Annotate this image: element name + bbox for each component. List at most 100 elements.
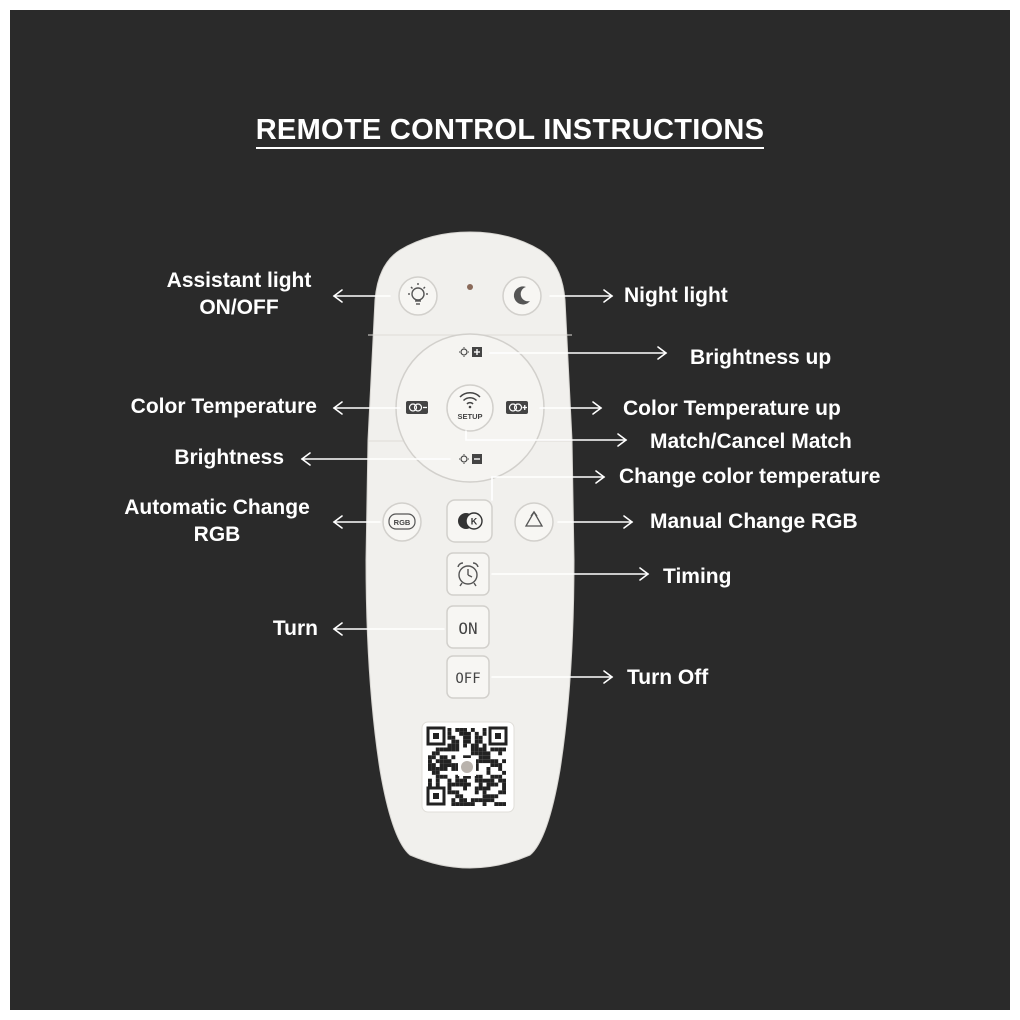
qr-module	[431, 751, 436, 756]
arrow-turn	[332, 622, 445, 636]
arrow-night-light	[549, 289, 614, 303]
color-temperature-down-button[interactable]	[406, 401, 428, 414]
qr-module	[482, 778, 487, 783]
manual-rgb-button[interactable]	[514, 502, 554, 542]
qr-module	[482, 759, 487, 764]
label-night-light: Night light	[624, 284, 728, 307]
qr-module	[435, 759, 440, 764]
qr-module	[467, 802, 471, 806]
qr-module	[470, 802, 475, 806]
qr-module	[482, 747, 487, 752]
rgb-button-label: RGB	[394, 518, 411, 527]
qr-module	[502, 786, 506, 791]
qr-module	[447, 735, 452, 740]
qr-module	[474, 767, 479, 771]
qr-module	[486, 751, 491, 756]
sun-plus-icon	[459, 347, 482, 357]
qr-module	[478, 782, 483, 787]
qr-module	[498, 774, 503, 779]
qr-module	[494, 747, 499, 752]
assistant-light-button[interactable]	[398, 276, 438, 316]
qr-module	[463, 735, 467, 740]
qr-module	[482, 798, 487, 803]
wifi-icon	[459, 392, 481, 409]
qr-module	[478, 759, 483, 764]
qr-module	[439, 759, 444, 764]
arrow-auto-rgb	[332, 515, 381, 529]
qr-module	[431, 767, 436, 771]
qr-module	[502, 802, 506, 806]
qr-module	[478, 739, 483, 744]
qr-module	[431, 763, 436, 767]
setup-button[interactable]: SETUP	[457, 392, 483, 421]
qr-module	[439, 763, 444, 767]
qr-module	[428, 755, 432, 760]
label-auto-rgb: Automatic Change RGB	[104, 494, 330, 548]
label-turn-off: Turn Off	[627, 666, 709, 689]
qr-module	[502, 778, 506, 783]
alarm-clock-icon	[457, 562, 479, 587]
qr-module	[455, 743, 460, 748]
night-light-button[interactable]	[502, 276, 542, 316]
qr-module	[451, 798, 456, 803]
qr-module	[467, 774, 471, 779]
qr-module	[463, 728, 467, 732]
qr-module	[455, 790, 460, 795]
qr-module	[490, 763, 495, 767]
qr-module	[451, 763, 456, 767]
off-button[interactable]: OFF	[446, 655, 490, 699]
label-assistant-light-line2: ON/OFF	[199, 296, 279, 319]
qr-module	[459, 794, 464, 799]
qr-module	[447, 743, 452, 748]
qr-module	[478, 755, 483, 760]
qr-module	[467, 782, 471, 787]
brightness-down-button[interactable]	[456, 452, 484, 466]
qr-module	[474, 786, 479, 791]
timing-button[interactable]	[446, 552, 490, 596]
qr-module	[439, 774, 444, 779]
qr-module	[482, 794, 487, 799]
qr-module	[470, 798, 475, 803]
recycle-icon	[524, 510, 544, 527]
page-title: REMOTE CONTROL INSTRUCTIONS	[0, 114, 1020, 149]
qr-module	[451, 790, 456, 795]
qr-module	[467, 735, 471, 740]
qr-module	[498, 763, 503, 767]
qr-module	[486, 767, 491, 771]
qr-module	[451, 739, 456, 744]
qr-module	[502, 759, 506, 764]
qr-module	[474, 731, 479, 736]
color-temp-plus-icon	[506, 401, 528, 414]
color-temperature-change-button[interactable]: K	[446, 499, 493, 543]
qr-module	[486, 786, 491, 791]
color-temperature-up-button[interactable]	[506, 401, 528, 414]
qr-module	[482, 790, 487, 795]
qr-module	[455, 782, 460, 787]
label-brightness: Brightness	[174, 446, 284, 469]
qr-module	[478, 735, 483, 740]
qr-module	[498, 802, 503, 806]
qr-module	[451, 743, 456, 748]
arrow-timing	[491, 567, 650, 581]
qr-module	[482, 802, 487, 806]
qr-module	[443, 767, 448, 771]
qr-module	[474, 790, 479, 795]
qr-module	[474, 763, 479, 767]
label-timing: Timing	[663, 565, 732, 588]
qr-module	[494, 782, 499, 787]
brightness-up-button[interactable]	[456, 345, 484, 359]
arrow-turn-off	[491, 670, 614, 684]
qr-code-icon	[421, 721, 515, 813]
qr-module	[474, 778, 479, 783]
auto-rgb-button[interactable]: RGB	[382, 502, 422, 542]
qr-module	[463, 802, 467, 806]
on-button[interactable]: ON	[446, 605, 490, 649]
qr-module	[455, 794, 460, 799]
arrow-brightness	[300, 452, 451, 466]
qr-module	[490, 747, 495, 752]
qr-module	[470, 728, 475, 732]
qr-module	[463, 739, 467, 744]
qr-module	[478, 751, 483, 756]
qr-module	[443, 755, 448, 760]
qr-module	[439, 755, 444, 760]
